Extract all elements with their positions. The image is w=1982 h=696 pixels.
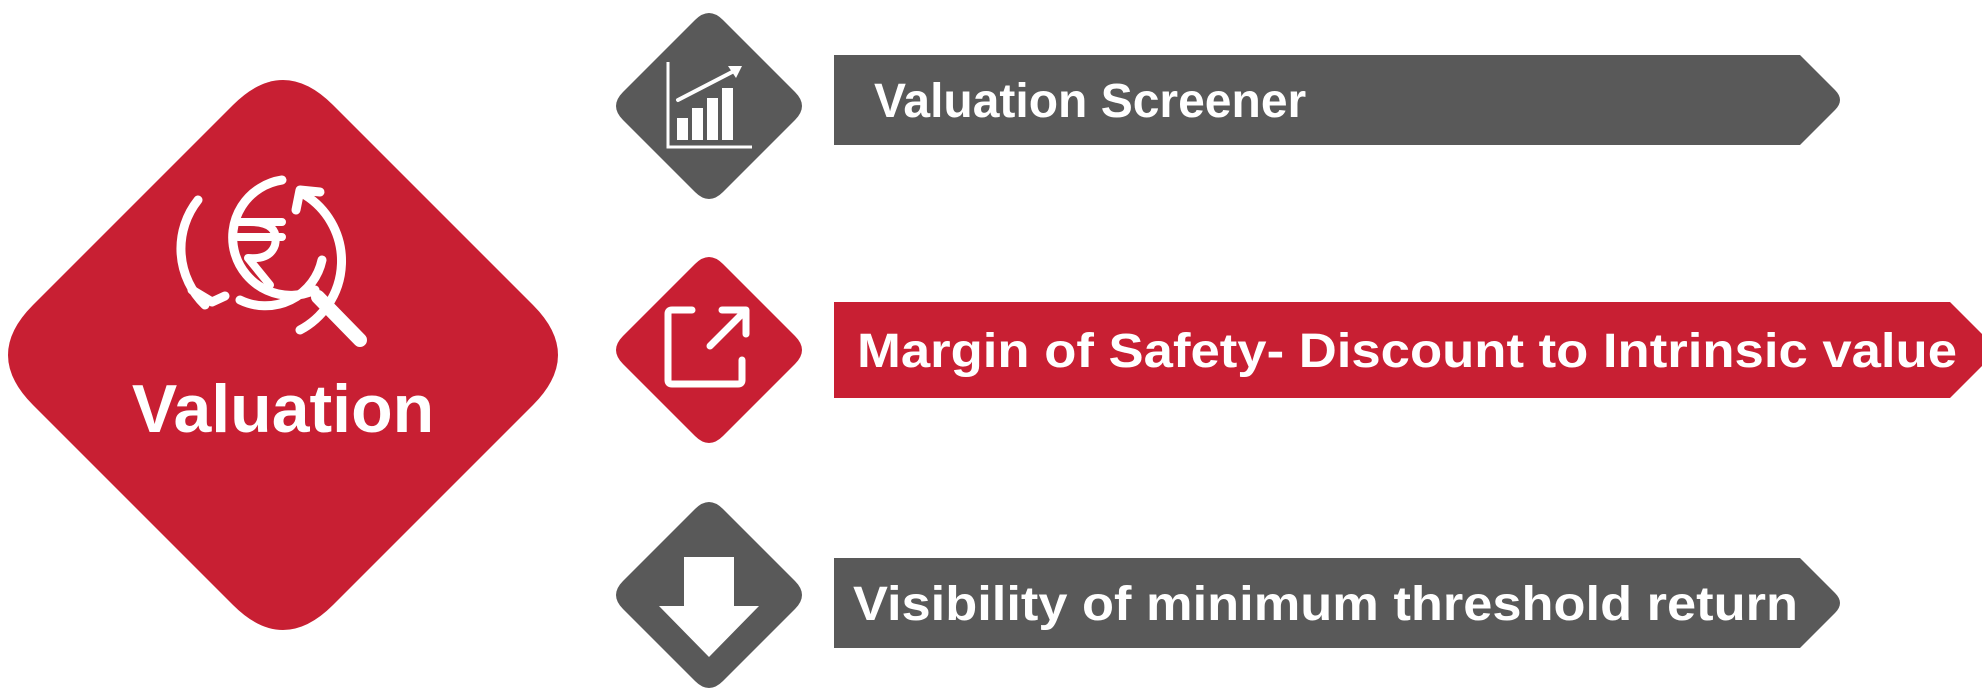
- item-2-label: Margin of Safety- Discount to Intrinsic …: [857, 325, 1957, 378]
- item-3-label: Visibility of minimum threshold return: [853, 578, 1798, 631]
- item-margin-of-safety: Margin of Safety- Discount to Intrinsic …: [616, 257, 1982, 443]
- bar-chart-trend-icon: [666, 62, 752, 149]
- down-arrow-icon: [659, 557, 759, 657]
- main-title: Valuation: [132, 371, 434, 447]
- item-2-banner: [834, 302, 1982, 398]
- item-2-diamond: [616, 257, 802, 443]
- main-diamond: Valuation: [8, 80, 558, 630]
- item-visibility-threshold: Visibility of minimum threshold return: [616, 502, 1840, 688]
- item-1-banner: [834, 55, 1840, 145]
- main-diamond-shape: [8, 80, 558, 630]
- expand-arrow-icon: [664, 306, 750, 388]
- item-3-banner: [834, 558, 1840, 648]
- item-1-label: Valuation Screener: [874, 75, 1306, 128]
- rupee-search-refresh-icon: [176, 175, 367, 347]
- item-valuation-screener: Valuation Screener: [616, 13, 1840, 199]
